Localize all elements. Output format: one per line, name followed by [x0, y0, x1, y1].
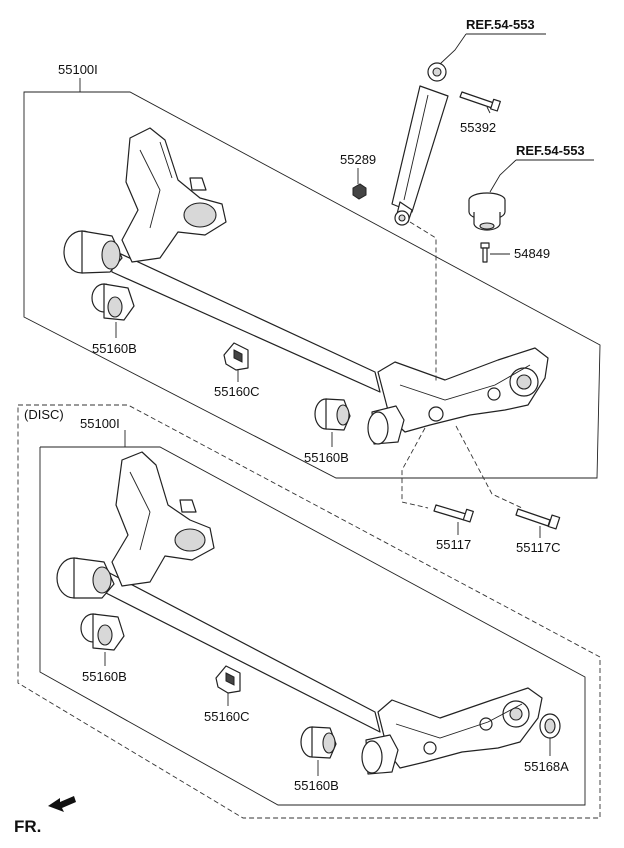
bushing-lower-left: [80, 613, 125, 651]
label-55117: 55117: [436, 537, 471, 552]
nut-55289: [352, 183, 367, 200]
bushing-upper-right: [314, 398, 351, 431]
bushing-lower-right: [300, 726, 337, 759]
bolt-55392: [459, 91, 501, 112]
shock-to-axle-dash: [409, 221, 437, 382]
shock-absorber: [391, 62, 449, 226]
label-55160b-lower-right: 55160B: [294, 778, 339, 793]
front-arrow-icon: [48, 796, 76, 812]
label-55168a: 55168A: [524, 759, 569, 774]
bolt-to-axle-dash: [401, 427, 429, 509]
upper-assembly-frame: [23, 91, 601, 479]
front-direction-indicator: FR.: [14, 796, 76, 836]
label-55289: 55289: [340, 152, 376, 167]
bolt-55117c: [515, 508, 561, 530]
label-lower-assembly: 55100I: [80, 416, 120, 431]
bracket-upper-55160c: [223, 342, 249, 371]
front-label: FR.: [14, 817, 41, 836]
label-55160b-lower-left: 55160B: [82, 669, 127, 684]
bracket-lower-55160c: [215, 665, 241, 694]
label-55117c: 55117C: [516, 540, 561, 555]
label-55160b-upper-right: 55160B: [304, 450, 349, 465]
upper-torsion-axle: [63, 127, 549, 445]
leader-lines: [104, 33, 594, 776]
abs-ring-55168a: [539, 713, 561, 739]
bolt-54849: [480, 242, 490, 263]
bushing-upper-left: [91, 283, 135, 321]
label-55160c-upper: 55160C: [214, 384, 260, 399]
label-upper-assembly: 55100I: [58, 62, 98, 77]
label-54849: 54849: [514, 246, 550, 261]
ref-label-shock: REF.54-553: [466, 17, 535, 32]
lower-assembly-frame: [39, 446, 586, 806]
label-55160c-lower: 55160C: [204, 709, 250, 724]
bolt-c-to-axle-dash: [455, 425, 523, 509]
label-disc: (DISC): [24, 407, 64, 422]
bump-stopper: [468, 192, 506, 231]
bolt-55117: [433, 504, 474, 523]
lower-torsion-axle: [56, 451, 543, 775]
ref-label-bumper: REF.54-553: [516, 143, 585, 158]
disc-dashed-frame: [17, 404, 601, 819]
label-55160b-upper-left: 55160B: [92, 341, 137, 356]
label-55392: 55392: [460, 120, 496, 135]
